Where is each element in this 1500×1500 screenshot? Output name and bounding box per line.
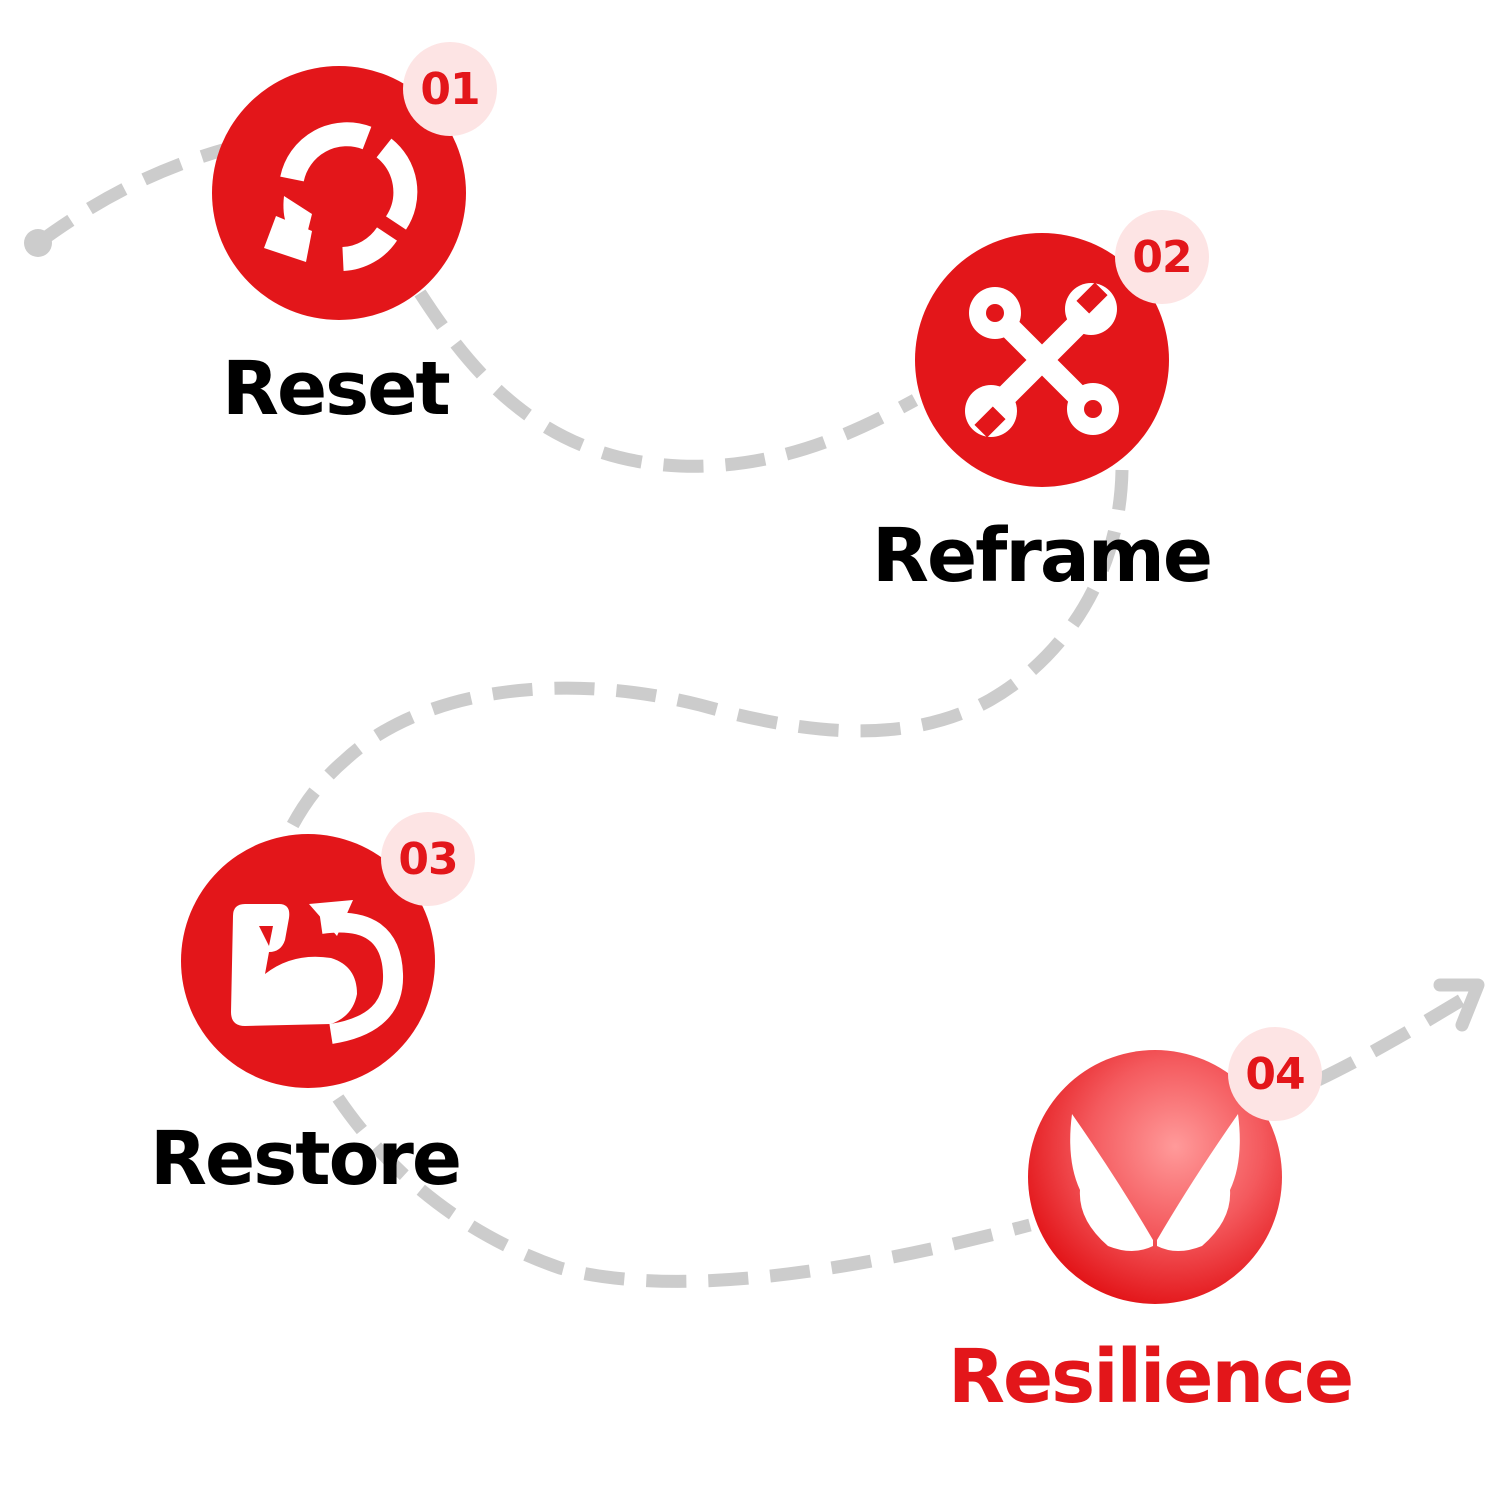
step-label-reframe: Reframe xyxy=(872,513,1213,599)
step-node-reframe xyxy=(915,233,1169,487)
step-badge-03: 03 xyxy=(381,812,475,906)
path-start-dot xyxy=(24,229,52,257)
step-badge-04: 04 xyxy=(1228,1027,1322,1121)
flexed-arm-icon xyxy=(231,900,404,1044)
step-badge-02: 02 xyxy=(1115,210,1209,304)
wings-icon xyxy=(1070,1114,1240,1251)
crossed-wrenches-icon xyxy=(965,282,1119,438)
step-node-resilience xyxy=(1028,1050,1282,1304)
step-node-reset xyxy=(212,66,466,320)
reset-cycle-icon xyxy=(264,122,418,271)
step-label-resilience: Resilience xyxy=(948,1334,1354,1420)
step-label-reset: Reset xyxy=(222,346,451,432)
step-label-restore: Restore xyxy=(150,1116,462,1202)
path-end-arrow xyxy=(1433,978,1485,1032)
step-badge-01: 01 xyxy=(403,42,497,136)
